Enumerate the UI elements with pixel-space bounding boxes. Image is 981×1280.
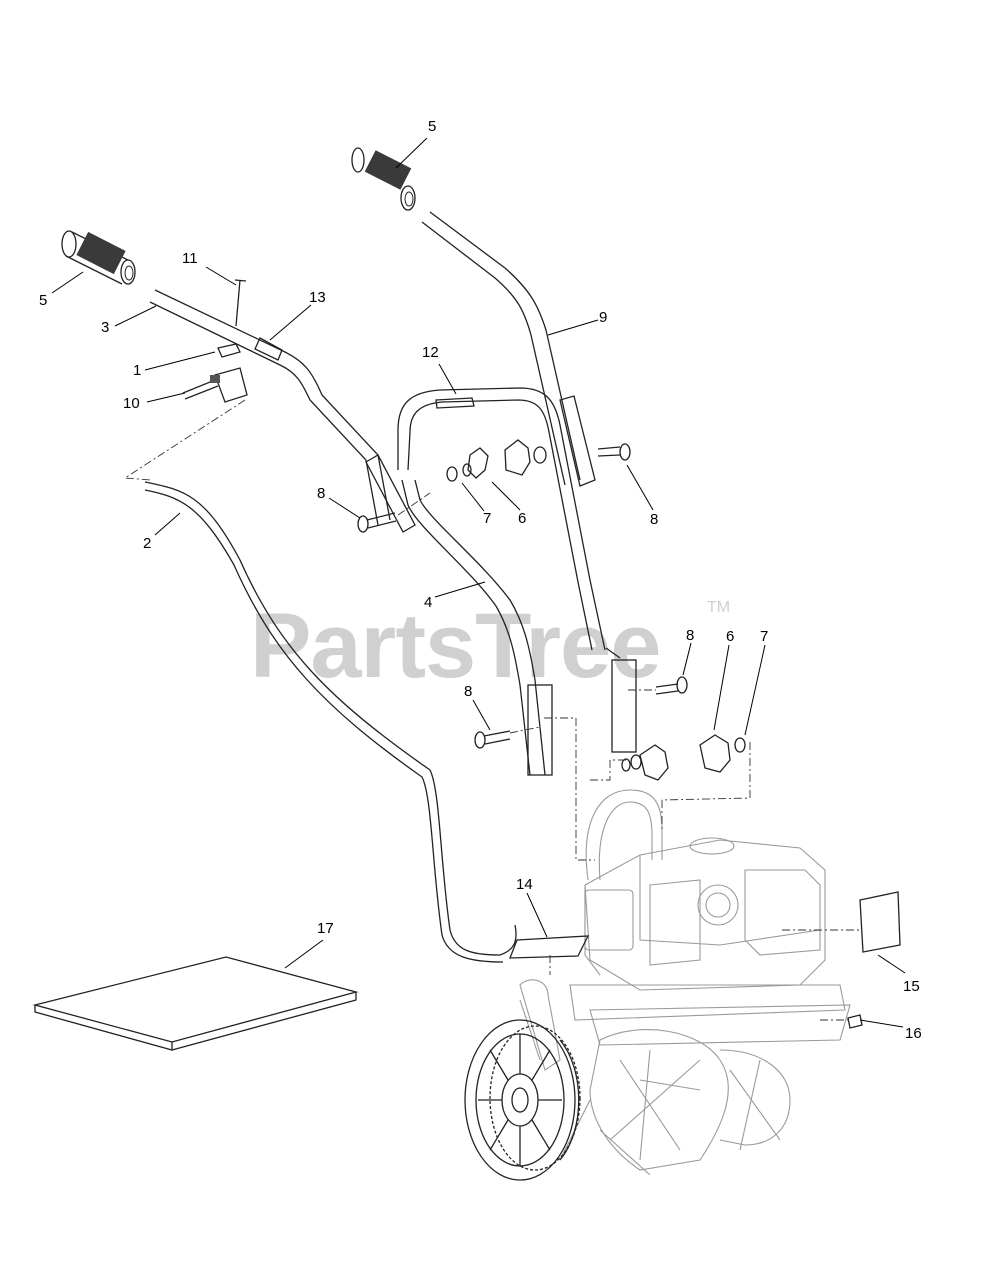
operator-manual xyxy=(32,956,359,1051)
callout-2: 2 xyxy=(143,535,151,552)
callout-5-right: 5 xyxy=(428,118,436,135)
callout-8-upper-left: 8 xyxy=(317,485,325,502)
knobs-lower xyxy=(621,734,746,781)
callout-16: 16 xyxy=(905,1025,922,1042)
callout-1: 1 xyxy=(133,362,141,379)
decal-15 xyxy=(859,891,901,953)
watermark-text: PartsTree xyxy=(250,595,660,697)
callout-9: 9 xyxy=(599,309,607,326)
callout-14: 14 xyxy=(516,876,533,893)
lower-handle xyxy=(397,387,637,776)
callout-labels: 5 5 11 13 3 1 10 9 12 8 7 6 8 2 4 8 6 7 … xyxy=(39,118,922,1042)
callout-3: 3 xyxy=(101,319,109,336)
callout-17: 17 xyxy=(317,920,334,937)
leader-lines xyxy=(51,137,906,1028)
upper-handle-left xyxy=(149,289,416,533)
callout-8-lower-left: 8 xyxy=(464,683,472,700)
bolt-8-lower-left xyxy=(474,726,541,749)
callout-13: 13 xyxy=(309,289,326,306)
callout-12: 12 xyxy=(422,344,439,361)
callout-15: 15 xyxy=(903,978,920,995)
throttle-control xyxy=(182,343,248,403)
callout-5-left: 5 xyxy=(39,292,47,309)
callout-8-lower-right: 8 xyxy=(686,627,694,644)
throttle-cable xyxy=(144,481,517,956)
tiller-wheel xyxy=(464,1019,581,1181)
callout-8-upper-right: 8 xyxy=(650,511,658,528)
watermark-trademark: TM xyxy=(707,599,730,616)
throttle-cable-path xyxy=(123,399,246,481)
bolt-8-upper-left xyxy=(357,492,431,533)
callout-6-lower: 6 xyxy=(726,628,734,645)
tiller-engine-ghost xyxy=(519,789,851,1176)
part-16 xyxy=(847,1014,863,1029)
knobs-upper xyxy=(446,439,547,482)
bolt-8-lower-right xyxy=(628,676,688,695)
upper-handle-right xyxy=(421,211,596,487)
grip-right xyxy=(351,147,416,211)
callout-6-upper: 6 xyxy=(518,510,526,527)
callout-11: 11 xyxy=(182,250,198,267)
callout-7-upper: 7 xyxy=(483,510,491,527)
decal-14 xyxy=(509,935,590,959)
bolt-11 xyxy=(234,279,247,327)
callout-10: 10 xyxy=(123,395,140,412)
callout-7-lower: 7 xyxy=(760,628,768,645)
callout-4: 4 xyxy=(424,594,432,611)
grip-left xyxy=(61,230,136,285)
bolt-8-upper-right xyxy=(597,443,631,461)
